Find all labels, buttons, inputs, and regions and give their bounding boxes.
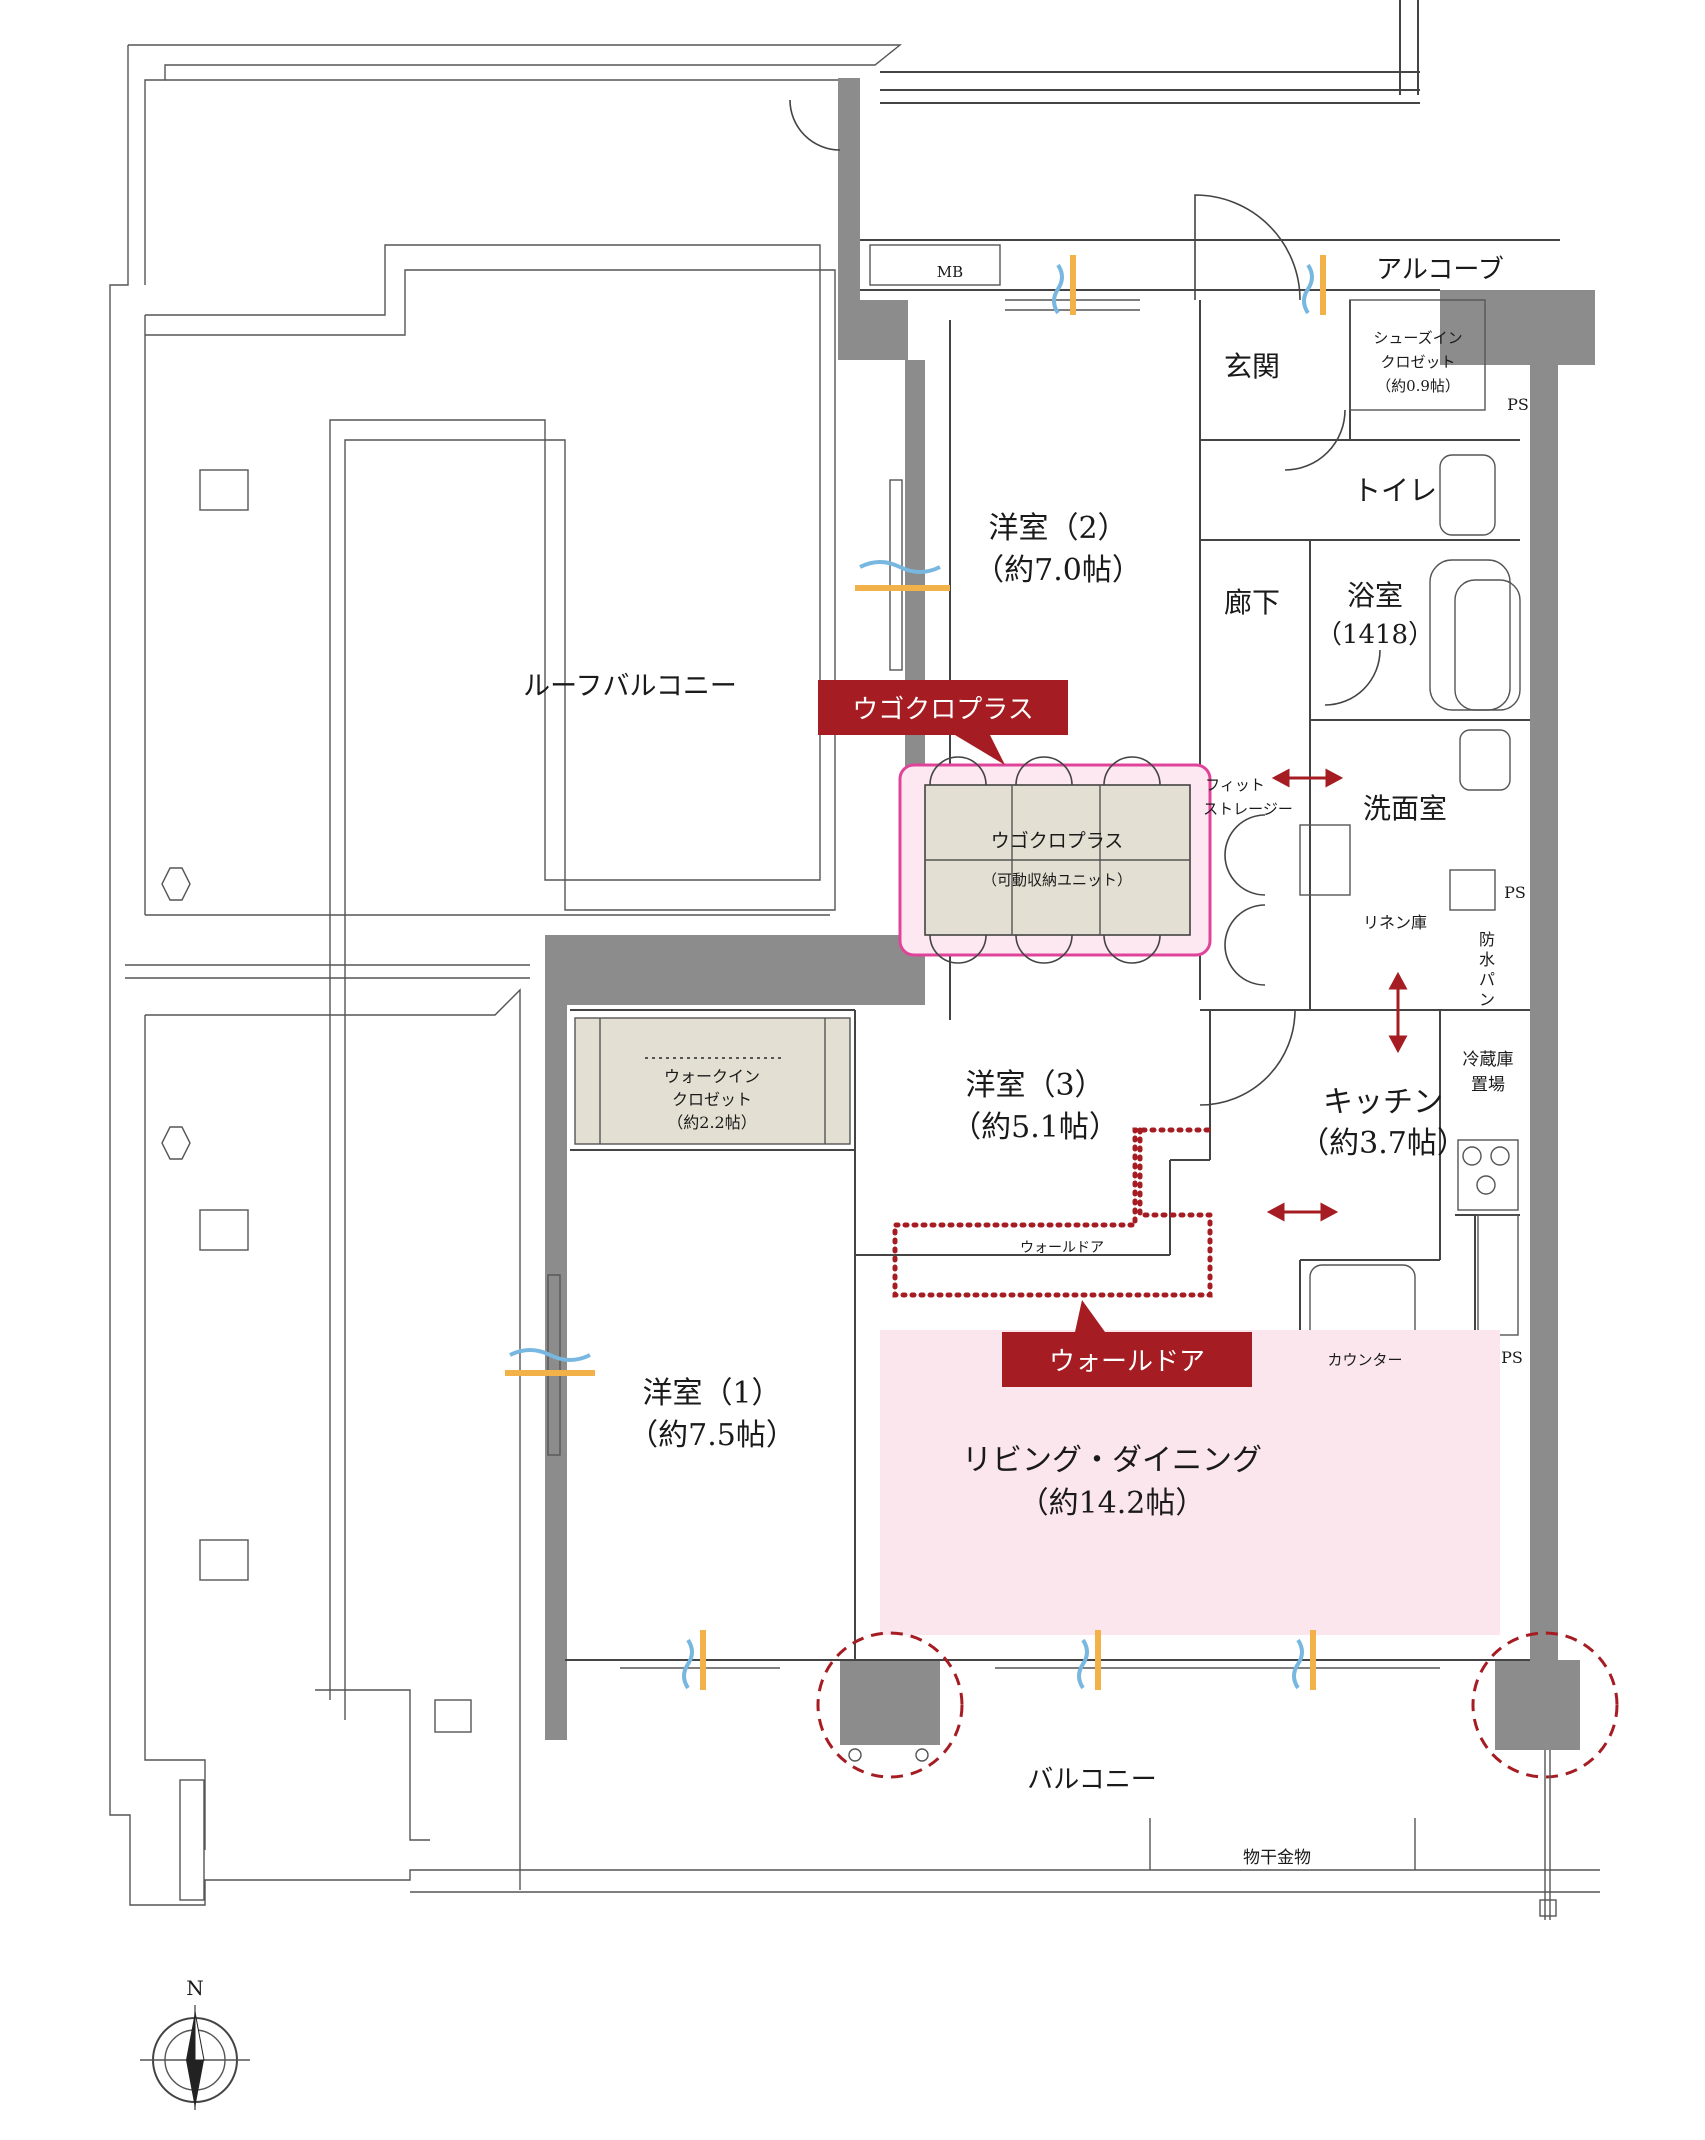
- compass: N: [140, 1976, 250, 2110]
- walkin-closet-label-3: （約2.2帖）: [667, 1113, 756, 1132]
- balcony: [410, 1750, 1600, 1920]
- ugokuro-unit-sub: （可動収納ユニット）: [982, 871, 1132, 889]
- linen-label: リネン庫: [1363, 913, 1427, 932]
- entrance-label: 玄関: [1224, 350, 1280, 383]
- bath-name: 浴室: [1347, 579, 1403, 612]
- hallway-label: 廊下: [1224, 586, 1280, 619]
- structural-walls: [545, 78, 1595, 1750]
- ugokuro-unit: ウゴクロプラス （可動収納ユニット）: [898, 756, 1212, 964]
- fit-storage-label-1: フィット: [1205, 776, 1265, 794]
- room-labels: ルーフバルコニー 洋室（2） （約7.0帖） 洋室（3） （約5.1帖） 洋室（…: [523, 255, 1504, 1795]
- shoes-closet-label-2: クロゼット: [1380, 353, 1455, 371]
- pillar-circles: [816, 1631, 1619, 1779]
- counter-label: カウンター: [1327, 1351, 1402, 1369]
- fridge-label-2: 置場: [1471, 1075, 1505, 1095]
- movement-arrows: [1266, 768, 1408, 1222]
- alcove-label: アルコーブ: [1376, 255, 1504, 285]
- living-name: リビング・ダイニング: [962, 1443, 1262, 1478]
- western1-size: （約7.5帖）: [628, 1418, 796, 1453]
- wall-door-path: [892, 1127, 1213, 1298]
- shoes-closet-label-3: （約0.9帖）: [1376, 377, 1460, 395]
- walkin-closet: ウォークイン クロゼット （約2.2帖）: [574, 1017, 851, 1145]
- waterproof-pan-2: 水: [1479, 950, 1495, 969]
- bath-size: （1418）: [1316, 620, 1434, 650]
- western2-size: （約7.0帖）: [974, 553, 1142, 588]
- mb-label: MB: [937, 263, 963, 281]
- fixtures: [1299, 299, 1521, 1346]
- waterproof-pan-1: 防: [1479, 930, 1495, 949]
- top-edge: [860, 0, 1560, 291]
- kitchen-size: （約3.7帖）: [1299, 1126, 1467, 1161]
- washroom-label: 洗面室: [1363, 792, 1447, 825]
- western3-name: 洋室（3）: [965, 1068, 1104, 1103]
- walkin-closet-label-1: ウォークイン: [664, 1067, 760, 1086]
- western2-name: 洋室（2）: [988, 511, 1127, 546]
- western3-size: （約5.1帖）: [951, 1110, 1119, 1145]
- north-label: N: [186, 1976, 204, 2000]
- callout-wall-door: ウォールドア: [1002, 1300, 1252, 1387]
- callout-ugokuro: ウゴクロプラス: [818, 680, 1068, 765]
- toilet-label: トイレ: [1353, 474, 1437, 507]
- callout-ugokuro-text: ウゴクロプラス: [852, 695, 1033, 725]
- living-size: （約14.2帖）: [1019, 1486, 1206, 1521]
- shoes-closet-label-1: シューズイン: [1373, 329, 1462, 347]
- balcony-label: バルコニー: [1027, 1765, 1156, 1795]
- walkin-closet-label-2: クロゼット: [672, 1090, 752, 1109]
- kitchen-name: キッチン: [1323, 1085, 1443, 1120]
- roof-balcony-outline: [109, 44, 1600, 1906]
- breeze-markers: [505, 255, 1326, 1690]
- ugokuro-unit-label: ウゴクロプラス: [991, 830, 1124, 852]
- laundry-bar-label: 物干金物: [1243, 1848, 1311, 1868]
- callout-wall-door-text: ウォールドア: [1049, 1347, 1205, 1377]
- ps-label-3: PS: [1501, 1348, 1523, 1367]
- ps-label-2: PS: [1504, 883, 1526, 902]
- fit-storage-label-2: ストレージー: [1203, 800, 1293, 818]
- fridge-label-1: 冷蔵庫: [1463, 1050, 1514, 1070]
- wall-door-small-label: ウォールドア: [1020, 1240, 1104, 1256]
- ps-label-1: PS: [1507, 395, 1529, 414]
- small-labels: MB シューズイン クロゼット （約0.9帖） PS PS PS フィット スト…: [937, 263, 1529, 1868]
- roof-balcony-label: ルーフバルコニー: [523, 671, 737, 702]
- waterproof-pan-3: パ: [1479, 970, 1495, 989]
- waterproof-pan-4: ン: [1479, 990, 1495, 1009]
- western1-name: 洋室（1）: [642, 1376, 781, 1411]
